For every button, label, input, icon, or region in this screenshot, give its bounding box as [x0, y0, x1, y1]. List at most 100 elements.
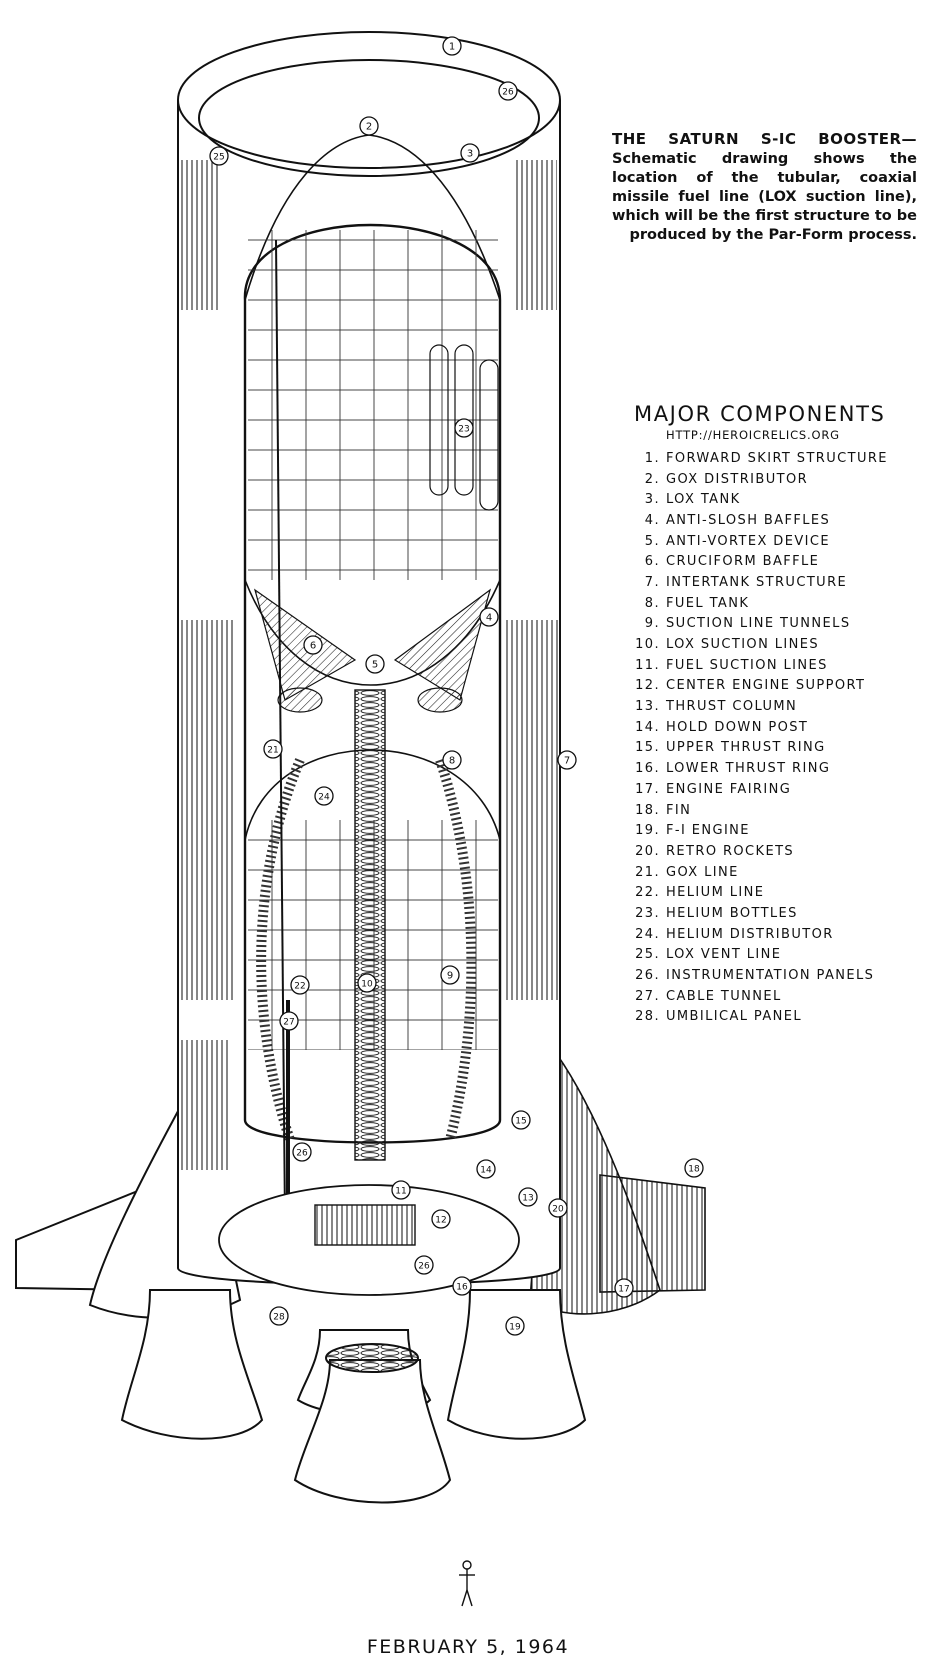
- component-item: 9.SUCTION LINE TUNNELS: [630, 614, 930, 635]
- callout-circle: [414, 1255, 434, 1275]
- component-number: 4.: [644, 512, 660, 528]
- callout-17: 17: [614, 1278, 634, 1298]
- callout-15: 15: [511, 1110, 531, 1130]
- callout-number: 19: [509, 1323, 521, 1333]
- callout-circle: [359, 116, 379, 136]
- drawing-date: FEBRUARY 5, 1964: [366, 1636, 570, 1658]
- engine-bell-right: [446, 1289, 587, 1440]
- callout-number: 1: [449, 42, 455, 53]
- component-item: 8.FUEL TANK: [630, 593, 930, 614]
- component-label: SUCTION LINE TUNNELS: [666, 616, 851, 632]
- callout-1: 1: [442, 36, 462, 56]
- callout-16: 16: [452, 1276, 472, 1296]
- lox-vent-line: [275, 239, 286, 1221]
- center-engine-support: [314, 1204, 416, 1246]
- component-item: 15.UPPER THRUST RING: [630, 738, 930, 759]
- callout-circle: [454, 418, 474, 438]
- callout-number: 21: [267, 746, 278, 756]
- component-label: LOX VENT LINE: [666, 947, 782, 963]
- component-number: 12.: [635, 678, 660, 694]
- component-number: 24.: [635, 926, 660, 942]
- callout-13: 13: [518, 1187, 538, 1207]
- component-item: 20.RETRO ROCKETS: [630, 841, 930, 862]
- callout-number: 12: [435, 1216, 446, 1226]
- fuel-tank-cap-right: [417, 687, 463, 713]
- component-label: UPPER THRUST RING: [666, 740, 826, 756]
- callout-number: 20: [552, 1205, 564, 1215]
- callout-number: 13: [522, 1194, 533, 1204]
- component-number: 14.: [635, 719, 660, 735]
- component-item: 7. INTERTANK STRUCTURE: [630, 572, 930, 593]
- component-label: INTERTANK STRUCTURE: [666, 574, 848, 590]
- component-item: 19.F-I ENGINE: [630, 820, 930, 841]
- component-label: FIN: [666, 802, 692, 818]
- callout-number: 15: [515, 1117, 526, 1127]
- callout-26: 26: [292, 1142, 312, 1162]
- component-number: 19.: [635, 823, 660, 839]
- callout-4: 4: [479, 607, 499, 627]
- component-item: 28. UMBILICAL PANEL: [630, 1007, 930, 1028]
- callout-number: 9: [447, 971, 453, 982]
- callout-7: 7: [557, 750, 577, 770]
- callout-number: 3: [467, 149, 473, 160]
- callout-number: 4: [486, 613, 492, 624]
- source-url: HTTP://HEROICRELICS.ORG: [666, 428, 840, 442]
- component-label: UMBILICAL PANEL: [666, 1009, 802, 1025]
- component-item: 21. GOX LINE: [630, 862, 930, 883]
- callout-21: 21: [263, 739, 283, 759]
- callout-circle: [548, 1198, 568, 1218]
- component-number: 17.: [635, 781, 660, 797]
- fuel-tank-cap-left: [277, 687, 323, 713]
- callout-14: 14: [476, 1159, 496, 1179]
- aft-ribs-left: [180, 1040, 230, 1170]
- callout-circle: [511, 1110, 531, 1130]
- component-item: 4. ANTI-SLOSH BAFFLES: [630, 510, 930, 531]
- callout-number: 27: [283, 1018, 294, 1028]
- callout-circle: [479, 607, 499, 627]
- callout-circle: [303, 635, 323, 655]
- suction-tunnel-right: [435, 758, 477, 1142]
- component-number: 27.: [635, 988, 660, 1004]
- component-number: 28.: [635, 1009, 660, 1025]
- component-item: 1.FORWARD SKIRT STRUCTURE: [630, 448, 930, 469]
- component-label: CENTER ENGINE SUPPORT: [666, 678, 866, 694]
- callout-circle: [614, 1278, 634, 1298]
- engine-bell-left: [120, 1289, 264, 1440]
- component-item: 22.HELIUM LINE: [630, 882, 930, 903]
- component-number: 6.: [644, 554, 660, 570]
- engine-throat: [325, 1343, 419, 1373]
- component-label: LOX TANK: [666, 492, 741, 508]
- component-number: 21.: [635, 864, 660, 880]
- callout-number: 23: [458, 425, 469, 435]
- callout-6: 6: [303, 635, 323, 655]
- callout-9: 9: [440, 965, 460, 985]
- callout-number: 28: [273, 1313, 285, 1323]
- callout-18: 18: [684, 1158, 704, 1178]
- component-label: FUEL TANK: [666, 595, 750, 611]
- caption-body: Schematic drawing shows the location of …: [612, 151, 917, 243]
- callout-circle: [442, 36, 462, 56]
- component-number: 20.: [635, 843, 660, 859]
- component-label: LOWER THRUST RING: [666, 761, 831, 777]
- callout-number: 22: [294, 982, 305, 992]
- callout-28: 28: [269, 1306, 289, 1326]
- major-components: MAJOR COMPONENTS HTTP://HEROICRELICS.ORG…: [630, 402, 930, 1027]
- component-label: GOX LINE: [666, 864, 739, 880]
- component-item: 10.LOX SUCTION LINES: [630, 634, 930, 655]
- caption: THE SATURN S-IC BOOSTER— Schematic drawi…: [612, 130, 917, 245]
- callout-23: 23: [454, 418, 474, 438]
- component-number: 26.: [635, 968, 660, 984]
- forward-skirt-top: [177, 31, 561, 169]
- component-number: 7.: [644, 574, 660, 590]
- callout-circle: [518, 1187, 538, 1207]
- component-label: CRUCIFORM BAFFLE: [666, 554, 820, 570]
- callout-number: 16: [456, 1283, 468, 1293]
- component-label: ANTI-SLOSH BAFFLES: [666, 512, 831, 528]
- callout-19: 19: [505, 1316, 525, 1336]
- human-scale-figure: [459, 1560, 475, 1607]
- callout-number: 10: [361, 980, 373, 990]
- callout-number: 26: [502, 88, 514, 98]
- callout-5: 5: [365, 654, 385, 674]
- callout-number: 18: [688, 1165, 700, 1175]
- booster-outline: [15, 31, 706, 1607]
